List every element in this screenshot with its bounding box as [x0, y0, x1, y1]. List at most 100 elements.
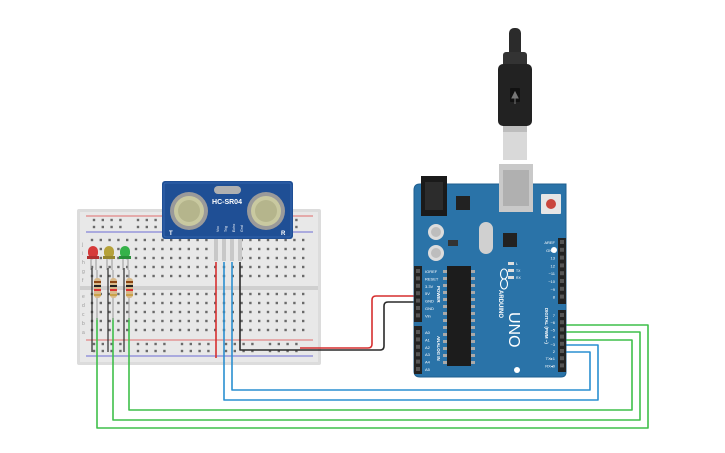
arduino-brand: ARDUINO [497, 290, 503, 318]
digital-pin-top-1: GND [546, 248, 555, 253]
digital-pin-top-2: 13 [551, 256, 556, 261]
power-pin-hole-6[interactable] [416, 313, 420, 318]
analog-pin-hole-2[interactable] [416, 344, 420, 349]
digital-pin-lower-hole-6[interactable] [560, 356, 564, 361]
resistor-1 [94, 270, 101, 320]
breadboard-row-labels: j i h g f e d c b a [81, 242, 85, 336]
power-pin-6: Vin [425, 313, 431, 318]
led-label-tx: TX [516, 269, 521, 273]
bb-row-i: i [82, 251, 83, 257]
power-pin-hole-4[interactable] [416, 298, 420, 303]
power-pin-hole-0[interactable] [416, 269, 420, 273]
bb-row-h: h [82, 260, 85, 266]
arduino-model: UNO [505, 312, 522, 348]
green-wire-2 [112, 318, 641, 421]
digital-pin-top-hole-3[interactable] [560, 263, 564, 268]
power-pin-hole-1[interactable] [416, 276, 420, 281]
digital-pin-lower-hole-4[interactable] [560, 341, 564, 346]
analog-pin-0: A0 [425, 330, 431, 335]
digital-header-bottom [558, 310, 566, 372]
arduino-logo [499, 268, 509, 290]
sensor-pin-trig: Trig [224, 226, 228, 232]
analog-pin-2: A2 [425, 345, 431, 350]
wires [91, 262, 649, 429]
power-pin-3: 5V [425, 291, 430, 296]
analog-pin-1: A1 [425, 337, 431, 342]
digital-pin-top-hole-7[interactable] [560, 294, 564, 299]
digital-pin-top-4: ~11 [549, 271, 556, 276]
blue-wire-1 [223, 262, 599, 401]
digital-pin-top-hole-4[interactable] [560, 271, 564, 276]
analog-header-label: ANALOG IN [436, 336, 441, 361]
bb-row-g: g [82, 269, 85, 275]
analog-pin-hole-1[interactable] [416, 337, 420, 342]
usb-chip [503, 233, 517, 247]
power-pin-hole-3[interactable] [416, 291, 420, 296]
resistors [94, 270, 133, 320]
digital-header-label: DIGITAL (PWM ~) [544, 308, 549, 344]
digital-pin-lower-hole-2[interactable] [560, 327, 564, 332]
regulator [456, 196, 470, 210]
analog-pin-5: A5 [425, 367, 431, 372]
green-wire-1 [96, 318, 649, 429]
analog-pin-3: A3 [425, 352, 431, 357]
analog-pin-hole-4[interactable] [416, 359, 420, 364]
analog-header [414, 326, 422, 374]
bb-row-d: d [82, 303, 85, 309]
mounting-hole [551, 247, 557, 253]
digital-pin-top-hole-0[interactable] [560, 240, 564, 244]
sensor-pin-gnd: Gnd [240, 225, 244, 232]
analog-pin-hole-0[interactable] [416, 330, 420, 334]
digital-pin-top-7: 8 [553, 295, 556, 300]
sensor-pin-vcc: Vcc [216, 226, 220, 232]
bb-row-a: a [82, 330, 85, 336]
power-pin-5: GND [425, 306, 434, 311]
digital-pin-lower-hole-0[interactable] [560, 313, 564, 317]
resistor-2 [110, 270, 117, 320]
led-yellow [103, 246, 115, 270]
usb-cable [498, 28, 532, 160]
digital-pin-top-hole-2[interactable] [560, 255, 564, 260]
digital-pin-lower-hole-5[interactable] [560, 349, 564, 353]
digital-pin-lower-7: RX◂0 [545, 363, 556, 368]
mounting-hole [514, 367, 520, 373]
digital-pin-lower-hole-3[interactable] [560, 334, 564, 339]
onboard-leds: L TX RX [508, 262, 521, 280]
bb-row-j: j [81, 242, 83, 248]
red-wire-power [300, 295, 420, 349]
bb-row-b: b [82, 321, 85, 327]
power-pin-2: 3.3V [425, 284, 434, 289]
led-green [119, 246, 131, 270]
digital-pin-lower-hole-7[interactable] [560, 363, 564, 368]
digital-pin-top-hole-5[interactable] [560, 279, 564, 283]
crystal [479, 222, 493, 254]
digital-pin-lower-hole-1[interactable] [560, 320, 564, 325]
power-pin-1: RESET [425, 276, 439, 281]
power-pin-hole-5[interactable] [416, 306, 420, 310]
bb-row-e: e [82, 294, 85, 300]
power-pin-hole-2[interactable] [416, 283, 420, 288]
digital-pin-lower-1: ~6 [550, 320, 555, 325]
digital-pin-lower-0: 7 [553, 313, 556, 318]
power-header-label: POWER [436, 286, 441, 303]
resistor-3 [126, 270, 133, 320]
power-pin-0: IOREF [425, 269, 438, 274]
digital-pin-top-hole-6[interactable] [560, 286, 564, 291]
digital-pin-top-hole-1[interactable] [560, 247, 564, 252]
power-pin-4: GND [425, 299, 434, 304]
leds [87, 246, 131, 270]
led-red [87, 246, 99, 270]
digital-pin-lower-4: ~3 [550, 342, 555, 347]
analog-pin-hole-5[interactable] [416, 367, 420, 371]
led-label-rx: RX [516, 276, 521, 280]
ultrasonic-sensor: HC-SR04 T R Vcc Trig Echo Gnd [162, 181, 293, 261]
bb-row-f: f [82, 278, 84, 284]
arduino-uno: L TX RX ARDUINO UNO IOREF RESET 3.3V 5V GND G… [413, 164, 567, 378]
digital-pin-lower-5: 2 [553, 349, 556, 354]
analog-pin-hole-3[interactable] [416, 352, 420, 357]
digital-pin-top-6: ~9 [550, 287, 555, 292]
digital-pin-top-5: ~10 [548, 279, 556, 284]
atmega-chip [447, 266, 471, 366]
green-wire-3 [128, 318, 633, 411]
